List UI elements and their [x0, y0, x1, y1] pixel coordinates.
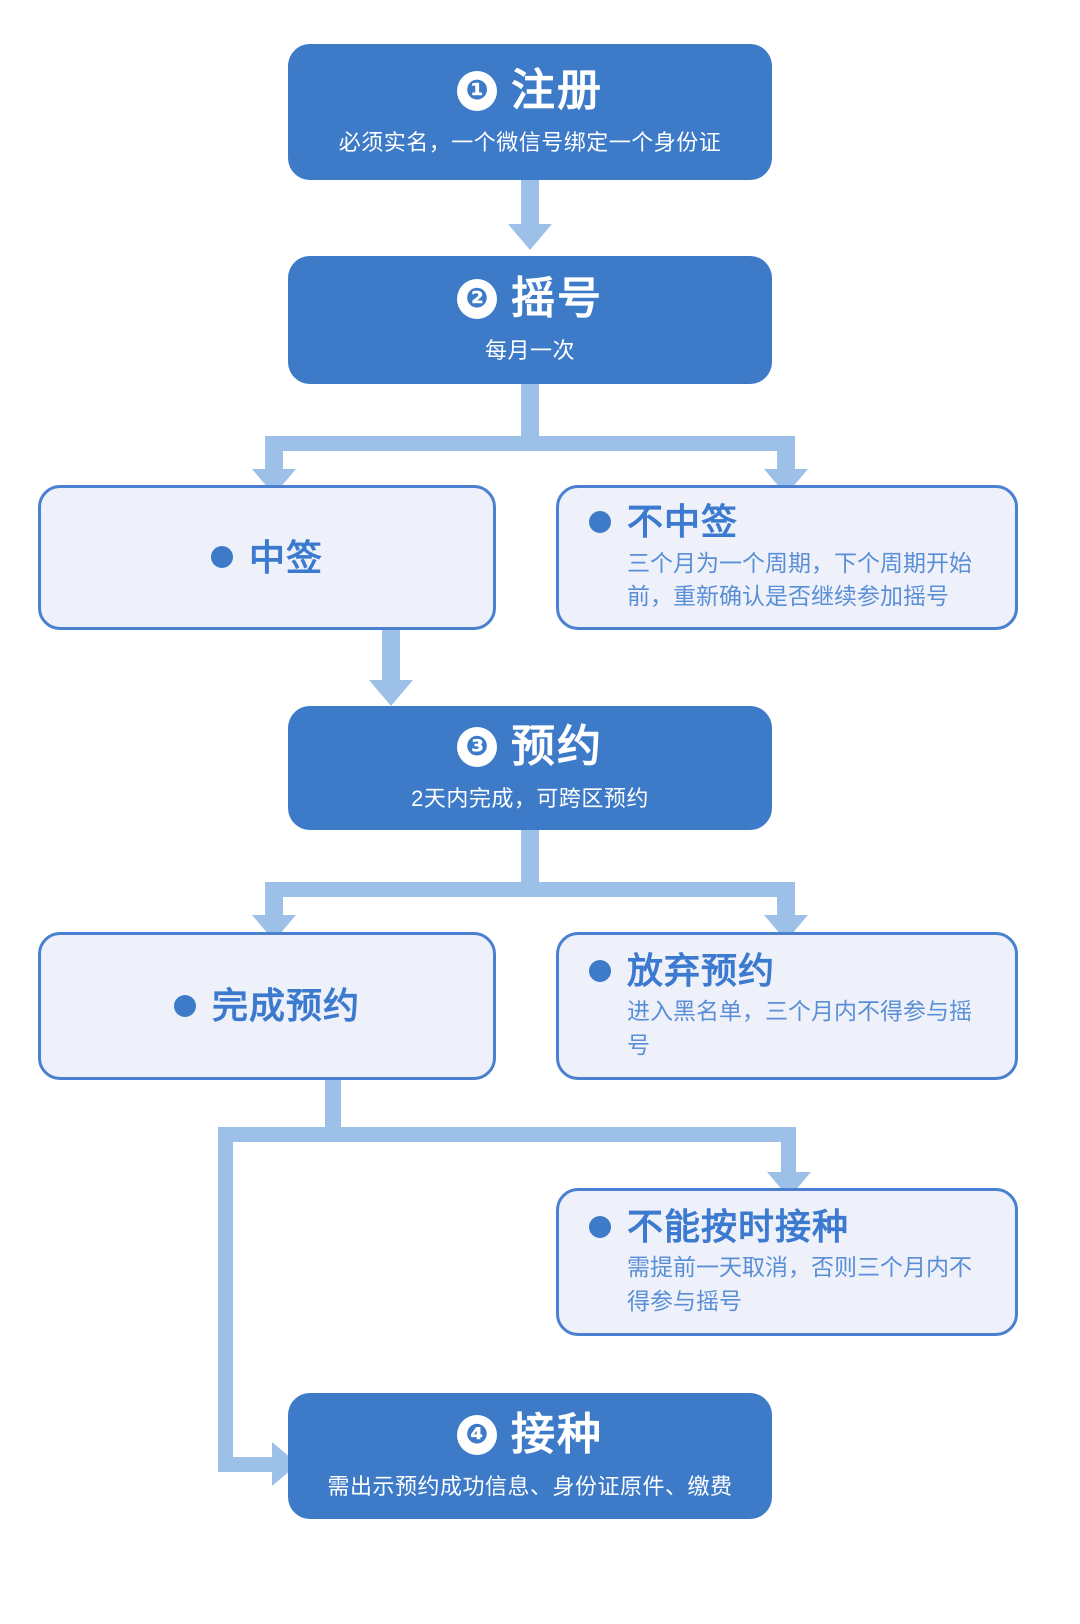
bullet-dot-icon	[589, 959, 611, 982]
node-cannot-attend-on-time[interactable]: 不能按时接种 需提前一天取消，否则三个月内不得参与摇号	[556, 1188, 1018, 1336]
connector-completed-split-bar	[218, 1127, 796, 1142]
node-step1-register[interactable]: ❶ 注册 必须实名，一个微信号绑定一个身份证	[288, 44, 772, 180]
node-step2-lottery[interactable]: ❷ 摇号 每月一次	[288, 256, 772, 384]
connector-step2-left-drop	[265, 436, 283, 471]
step3-subtitle: 2天内完成，可跨区预约	[411, 786, 649, 812]
appointment-abandoned-title: 放弃预约	[627, 949, 776, 991]
step1-title: 注册	[511, 65, 603, 115]
appointment-completed-title: 完成预约	[211, 985, 360, 1027]
lottery-lose-title: 不中签	[627, 501, 739, 543]
connector-step3-right-drop	[777, 882, 795, 917]
bullet-dot-icon	[589, 1215, 611, 1238]
lottery-lose-body: 三个月为一个周期，下个周期开始前，重新确认是否继续参加摇号	[627, 549, 972, 610]
node-appointment-completed[interactable]: 完成预约	[38, 932, 496, 1080]
bullet-dot-icon	[210, 546, 233, 569]
bullet-dot-icon	[173, 994, 196, 1017]
connector-step2-split-stem	[521, 384, 539, 436]
step3-title: 预约	[511, 721, 603, 771]
step2-title: 摇号	[511, 273, 603, 323]
cannot-attend-body: 需提前一天取消，否则三个月内不得参与摇号	[627, 1254, 972, 1314]
step4-number-badge: ❹	[457, 1414, 497, 1455]
connector-completed-stem	[325, 1080, 341, 1127]
node-lottery-win[interactable]: 中签	[38, 485, 496, 630]
connector-step3-left-drop	[265, 882, 283, 917]
connector-step2-right-drop	[777, 436, 795, 471]
connector-completed-to-step4-run	[218, 1457, 274, 1472]
step3-number-badge: ❸	[457, 726, 497, 767]
cannot-attend-title: 不能按时接种	[627, 1205, 850, 1247]
step1-subtitle: 必须实名，一个微信号绑定一个身份证	[338, 130, 722, 156]
arrowhead-step1-step2	[508, 224, 552, 250]
node-appointment-abandoned[interactable]: 放弃预约 进入黑名单，三个月内不得参与摇号	[556, 932, 1018, 1080]
node-lottery-lose[interactable]: 不中签 三个月为一个周期，下个周期开始前，重新确认是否继续参加摇号	[556, 485, 1018, 630]
connector-step3-split-stem	[521, 830, 539, 882]
appointment-abandoned-body: 进入黑名单，三个月内不得参与摇号	[627, 998, 972, 1058]
arrowhead-win-step3	[369, 680, 413, 706]
node-step4-vaccination[interactable]: ❹ 接种 需出示预约成功信息、身份证原件、缴费	[288, 1393, 772, 1519]
connector-step3-split-bar	[265, 882, 795, 897]
step4-subtitle: 需出示预约成功信息、身份证原件、缴费	[327, 1474, 733, 1500]
connector-completed-right-drop	[781, 1127, 796, 1175]
connector-step1-step2-stem	[521, 180, 539, 226]
step2-subtitle: 每月一次	[484, 338, 575, 364]
connector-completed-left-drop	[218, 1127, 233, 1472]
connector-win-step3-stem	[382, 630, 400, 682]
step4-title: 接种	[511, 1409, 603, 1459]
connector-step2-split-bar	[265, 436, 795, 451]
node-step3-appointment[interactable]: ❸ 预约 2天内完成，可跨区预约	[288, 706, 772, 830]
lottery-win-title: 中签	[248, 536, 323, 578]
bullet-dot-icon	[589, 511, 611, 534]
step1-number-badge: ❶	[457, 70, 497, 111]
step2-number-badge: ❷	[457, 278, 497, 319]
